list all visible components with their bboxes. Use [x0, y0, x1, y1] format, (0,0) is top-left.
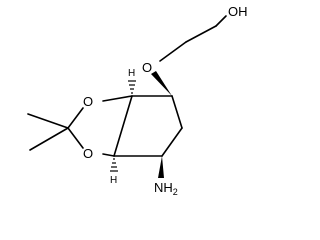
molecule-structure: OH O O O H H NH2: [27, 4, 248, 197]
bond-ch2-oh: [215, 15, 227, 27]
bond-cq-methyl-2: [29, 127, 69, 151]
wedge-c2-o-ether: [151, 71, 172, 96]
atom-o-ring-top: O: [83, 94, 93, 109]
hash-c1-h: [128, 80, 136, 94]
bond-cq-o-bottom: [67, 127, 84, 149]
bonds: [27, 15, 227, 157]
bond-c5-c1: [113, 95, 133, 157]
atom-o-ring-bottom: O: [83, 146, 93, 161]
bond-c3-c4: [161, 127, 183, 157]
atom-h-bottom: H: [110, 175, 117, 186]
wedge-bonds: [151, 71, 172, 178]
bond-o-bottom-c5: [102, 153, 115, 157]
atom-oh: OH: [228, 4, 248, 19]
hash-c5-h: [110, 158, 118, 172]
atom-nh2-symbol: NH: [154, 180, 173, 195]
bond-o-top-cq: [67, 107, 84, 129]
bond-c1-o-top: [102, 95, 133, 102]
wedge-c4-nh2: [158, 156, 164, 178]
atom-o-ether: O: [142, 60, 152, 75]
bond-c2-c3: [171, 95, 183, 129]
hash-bonds: [110, 80, 136, 172]
atom-h-top: H: [128, 68, 135, 79]
atom-nh2-subscript: 2: [173, 187, 178, 197]
bond-ch2-ch2: [185, 25, 217, 43]
bond-o-ether-ch2: [159, 41, 187, 62]
bond-cq-methyl-1: [27, 113, 69, 129]
atom-nh2: NH2: [154, 180, 178, 197]
atom-labels: OH O O O H H NH2: [83, 4, 248, 197]
